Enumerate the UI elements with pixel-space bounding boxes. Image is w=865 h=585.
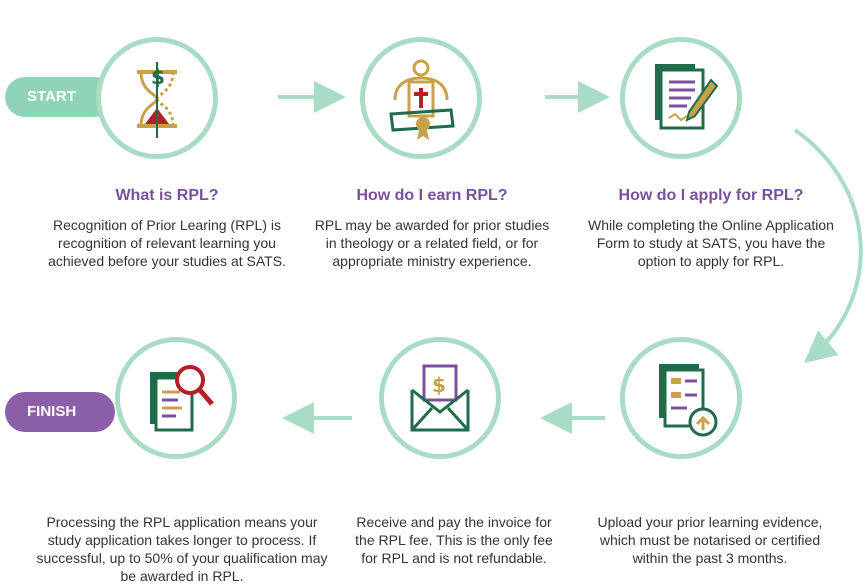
step6-description: Processing the RPL application means you… bbox=[36, 514, 328, 584]
step6-circle bbox=[115, 337, 237, 459]
step1-heading: What is RPL? bbox=[115, 187, 219, 204]
document-upload-icon bbox=[659, 364, 718, 437]
step1-description: Recognition of Prior Learing (RPL) is re… bbox=[48, 217, 286, 269]
document-magnifier-icon bbox=[150, 365, 214, 432]
step2-circle bbox=[360, 37, 482, 159]
step4-circle bbox=[620, 337, 742, 459]
graduate-certificate-icon bbox=[389, 59, 455, 140]
svg-text:$: $ bbox=[151, 65, 165, 89]
arrow-step3-to-step4 bbox=[793, 128, 863, 364]
step3-circle bbox=[620, 37, 742, 159]
step5-circle: $ bbox=[379, 337, 501, 459]
form-pencil-icon bbox=[655, 64, 719, 130]
step5-description: Receive and pay the invoice for the RPL … bbox=[355, 514, 553, 566]
finish-badge: FINISH bbox=[5, 392, 115, 432]
svg-text:$: $ bbox=[432, 373, 446, 397]
step3-heading: How do I apply for RPL? bbox=[618, 187, 804, 204]
step3-description: While completing the Online Application … bbox=[588, 217, 834, 269]
step4-description: Upload your prior learning evidence, whi… bbox=[597, 514, 823, 566]
step2-heading: How do I earn RPL? bbox=[356, 187, 508, 204]
hourglass-dollar-icon: $ bbox=[137, 62, 177, 138]
step2-description: RPL may be awarded for prior studies in … bbox=[314, 217, 550, 269]
step1-circle: $ bbox=[96, 37, 218, 159]
envelope-invoice-icon: $ bbox=[410, 364, 470, 432]
